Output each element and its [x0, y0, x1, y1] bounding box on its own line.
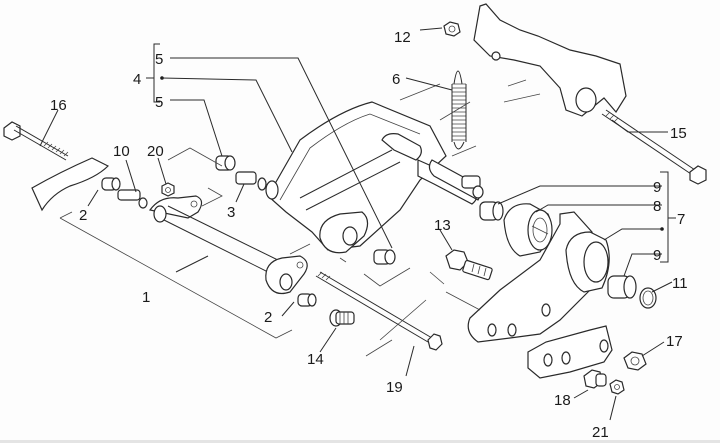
part-16-bolt — [3, 121, 69, 161]
part-21-nut — [609, 379, 625, 395]
leader-lines — [39, 27, 673, 421]
label-20: 20 — [147, 143, 164, 160]
group-bracket-7 — [660, 171, 676, 263]
part-14-plug — [329, 309, 355, 327]
label-11: 11 — [672, 275, 688, 292]
label-14: 14 — [307, 351, 324, 368]
part-20-nut — [161, 182, 175, 197]
label-12: 12 — [394, 29, 411, 46]
part-15-bolt — [601, 109, 707, 185]
label-21: 21 — [592, 424, 609, 441]
label-9-lower: 9 — [653, 247, 661, 264]
label-17: 17 — [666, 333, 683, 350]
frame-bracket-right — [473, 3, 627, 117]
part-13-bolt — [445, 249, 493, 281]
part-5-bushing-lower — [373, 249, 396, 265]
part-10-spacer — [117, 189, 148, 209]
label-9-upper: 9 — [653, 179, 661, 196]
label-19: 19 — [386, 379, 403, 396]
part-18-sleeve — [583, 369, 607, 389]
part-labels: 5 4 5 16 10 20 2 3 1 2 14 19 13 12 6 15 … — [50, 29, 688, 441]
label-2-left: 2 — [79, 207, 87, 224]
label-4: 4 — [133, 71, 141, 88]
label-6: 6 — [392, 71, 400, 88]
part-17-nut — [623, 351, 647, 371]
label-5-upper: 5 — [155, 51, 163, 68]
label-16: 16 — [50, 97, 67, 114]
label-1: 1 — [142, 289, 150, 306]
part-7-ring — [565, 231, 610, 293]
bottom-border — [0, 440, 720, 443]
part-12-nut — [443, 21, 461, 37]
label-8: 8 — [653, 198, 661, 215]
part-2-bushing-left — [101, 177, 121, 191]
part-9-bushing-upper — [479, 201, 504, 221]
lower-small-plate — [527, 325, 613, 379]
part-11-washer — [639, 287, 657, 309]
part-1-swing-arm-tube — [148, 195, 308, 295]
label-18: 18 — [554, 392, 571, 409]
part-5-bushing-upper — [215, 155, 236, 171]
part-2-bushing-right — [297, 293, 317, 307]
frame-bracket-left — [31, 157, 110, 212]
part-19-bolt — [315, 271, 443, 351]
part-9-bushing-lower — [607, 275, 637, 299]
label-2-right: 2 — [264, 309, 272, 326]
label-3: 3 — [227, 204, 235, 221]
part-8-silentblock — [503, 203, 553, 257]
label-13: 13 — [434, 217, 451, 234]
label-10: 10 — [113, 143, 130, 160]
part-6-spring — [451, 70, 467, 150]
label-15: 15 — [670, 125, 687, 142]
label-7: 7 — [677, 211, 685, 228]
label-5-lower: 5 — [155, 94, 163, 111]
part-3-spacer — [235, 171, 267, 191]
assembly-guide-lines — [59, 79, 541, 357]
shaft-pin — [428, 159, 484, 201]
